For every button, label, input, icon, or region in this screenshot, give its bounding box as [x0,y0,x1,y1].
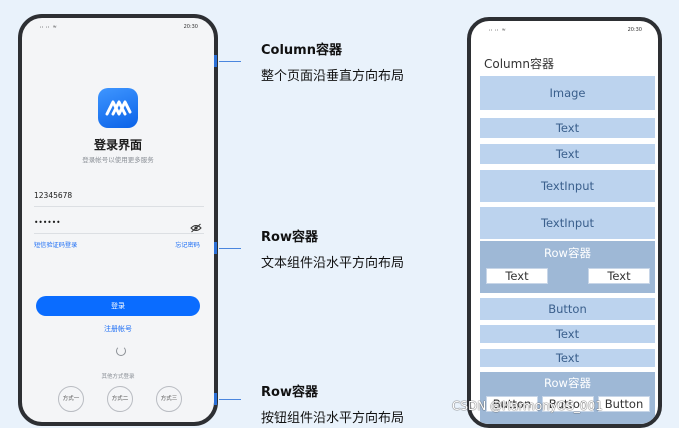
column-container-title: Column容器 [484,57,554,71]
login-title: 登录界面 [93,138,142,152]
image-block: Image [480,76,655,110]
row-button-3: Button [598,396,650,412]
login-subtitle: 登录帐号以使用更多服务 [82,156,154,164]
row-text-left: Text [486,268,548,284]
text-block-2: Text [480,144,655,164]
sms-login-link[interactable]: 短信验证码登录 [34,242,78,249]
login-phone-frame: ᵢₗ ᵢₗ ≈ 20:30 登录界面 登录帐号以使用更多服务 12345678 … [18,14,218,426]
row-container-buttons: Row容器 Button Button Button [480,372,655,424]
row-container-text: Row容器 Text Text [480,241,655,293]
row-button-1: Button [486,396,538,412]
annotation-column-title: Column容器 [261,43,342,58]
annotation-row-text-desc: 文本组件沿水平方向布局 [261,256,405,271]
login-button[interactable]: 登录 [36,296,200,316]
method-1-button[interactable]: 方式一 [58,386,84,412]
column-connector [219,61,241,62]
row-text-marker [214,242,217,254]
eye-off-icon[interactable] [190,218,202,237]
app-logo-icon [98,88,138,128]
signal-icon: ᵢₗ ᵢₗ ≈ [489,27,507,33]
column-marker [214,55,217,67]
row-button-marker [214,393,217,405]
status-time: 20:30 [183,24,198,30]
textinput-block-1: TextInput [480,170,655,202]
text-block-4: Text [480,349,655,367]
annotation-row-button-desc: 按钮组件沿水平方向布局 [261,411,405,426]
layout-phone-frame: ᵢₗ ᵢₗ ≈ 20:30 Column容器 Image Text Text T… [467,17,662,428]
row-container-label: Row容器 [544,376,591,390]
row-text-right: Text [588,268,650,284]
csdn-watermark: CSDN @HarmonyOS_001 [452,399,603,413]
row-text-connector [219,248,241,249]
method-3-button[interactable]: 方式三 [156,386,182,412]
button-block: Button [480,298,655,320]
signal-icon: ᵢₗ ᵢₗ ≈ [40,24,58,30]
method-2-button[interactable]: 方式二 [107,386,133,412]
text-block-1: Text [480,118,655,138]
other-methods-label: 其他方式登录 [101,374,135,380]
annotation-column-desc: 整个页面沿垂直方向布局 [261,69,405,84]
status-bar: ᵢₗ ᵢₗ ≈ 20:30 [471,27,658,37]
password-underline [34,233,204,234]
forgot-password-link[interactable]: 忘记密码 [175,242,200,249]
row-container-label: Row容器 [544,246,591,260]
text-block-3: Text [480,325,655,343]
status-bar: ᵢₗ ᵢₗ ≈ 20:30 [22,24,214,34]
annotation-row-text-title: Row容器 [261,230,318,245]
password-input[interactable]: •••••• [34,218,61,227]
row-button-2: Button [542,396,594,412]
textinput-block-2: TextInput [480,207,655,239]
register-link[interactable]: 注册帐号 [104,325,132,333]
row-button-connector [219,399,241,400]
account-underline [34,206,204,207]
account-input[interactable]: 12345678 [34,191,73,200]
loading-spinner-icon [116,346,126,356]
status-time: 20:30 [627,27,642,33]
annotation-row-button-title: Row容器 [261,385,318,400]
